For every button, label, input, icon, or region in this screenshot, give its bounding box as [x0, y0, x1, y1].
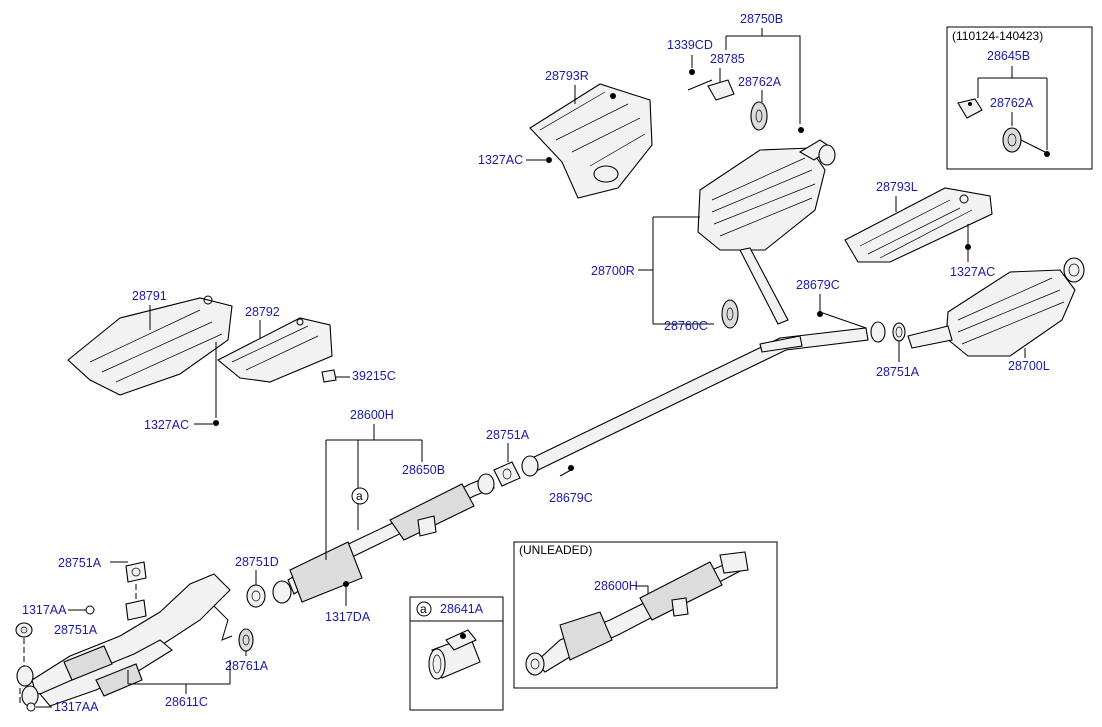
- label-1327AC-l: 1327AC: [950, 265, 995, 279]
- label-28679C-top: 28679C: [796, 278, 840, 292]
- label-28793L: 28793L: [876, 180, 918, 194]
- gasket-28751A-mid: [493, 461, 521, 487]
- label-28762A-inset: 28762A: [990, 96, 1034, 110]
- label-28750B: 28750B: [740, 12, 783, 26]
- gasket-28751A-left2: [15, 622, 33, 638]
- heat-shield-28793L: [844, 187, 993, 263]
- gasket-28751D: [246, 580, 292, 608]
- label-28700R: 28700R: [591, 264, 635, 278]
- label-28793R: 28793R: [545, 69, 589, 83]
- label-28785: 28785: [710, 52, 745, 66]
- label-28650B: 28650B: [402, 463, 445, 477]
- heat-shield-28791: [67, 295, 233, 396]
- clamp-ref-marker: a: [420, 602, 427, 616]
- heat-shield-28793R: [529, 83, 653, 199]
- gasket-28751A-right: [870, 321, 906, 343]
- front-pipe-28611C: [16, 573, 233, 707]
- hanger-28761A: [238, 628, 254, 652]
- label-28751D: 28751D: [235, 555, 279, 569]
- hanger-28760C: [721, 299, 739, 329]
- label-28679C-mid: 28679C: [549, 491, 593, 505]
- label-28792: 28792: [245, 305, 280, 319]
- inset-date-text: (110124-140423): [952, 29, 1043, 43]
- inset-date-range: (110124-140423) 28645B 28762A: [946, 26, 1093, 170]
- label-1317AA-top: 1317AA: [22, 603, 67, 617]
- label-28761A: 28761A: [225, 659, 269, 673]
- gasket-28751A-left1: [125, 561, 147, 621]
- label-28641A: 28641A: [440, 602, 484, 616]
- label-28762A-top: 28762A: [738, 75, 782, 89]
- label-28760C: 28760C: [664, 319, 708, 333]
- ref-marker-a: a: [356, 489, 363, 503]
- unleaded-converter-pipe: [525, 551, 749, 676]
- inset-clamp: a 28641A: [409, 596, 504, 711]
- label-28751A-left1: 28751A: [58, 556, 102, 570]
- inset-unleaded: (UNLEADED) 28600H: [513, 541, 778, 689]
- label-28600H: 28600H: [350, 408, 394, 422]
- label-1317DA: 1317DA: [325, 610, 371, 624]
- rubber-hanger-inset: [1002, 127, 1050, 157]
- rear-muffler-28700L: [907, 257, 1085, 357]
- rear-muffler-28700R: [697, 139, 836, 325]
- front-pipe-28600H: [287, 473, 495, 603]
- label-1327AC-r: 1327AC: [478, 153, 523, 167]
- label-28791: 28791: [132, 289, 167, 303]
- label-28611C: 28611C: [165, 695, 208, 709]
- clamp-part: [428, 629, 481, 680]
- label-1327AC-left: 1327AC: [144, 418, 189, 432]
- label-28600H-unleaded: 28600H: [594, 579, 638, 593]
- label-28700L: 28700L: [1008, 359, 1050, 373]
- label-39215C: 39215C: [352, 369, 396, 383]
- label-1317AA-bot: 1317AA: [54, 700, 99, 714]
- heat-shield-28792: [217, 317, 333, 383]
- unleaded-title: (UNLEADED): [519, 543, 592, 557]
- label-28751A-right: 28751A: [876, 365, 920, 379]
- center-pipe: [521, 327, 869, 477]
- label-28751A-mid: 28751A: [486, 428, 530, 442]
- hanger-28750B: [689, 69, 804, 133]
- bracket-28645B: [957, 98, 983, 119]
- label-28751A-left2: 28751A: [54, 623, 98, 637]
- label-28645B: 28645B: [987, 49, 1030, 63]
- label-1339CD: 1339CD: [667, 38, 713, 52]
